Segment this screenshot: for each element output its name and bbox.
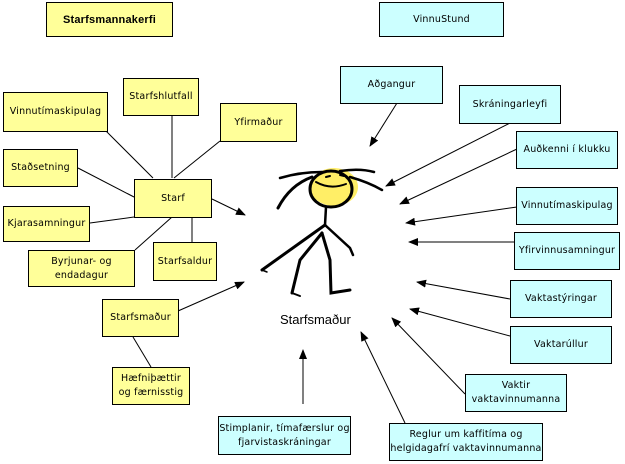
arrow-starfsmadur-person — [177, 281, 245, 312]
connector-kjarasamningur-starf — [89, 216, 135, 224]
node-starfsaldur[interactable]: Starfsaldur — [153, 242, 217, 281]
legend-vinnustund: VinnuStund — [379, 2, 504, 37]
node-audkenni-i-klukku[interactable]: Auðkenni í klukku — [516, 131, 618, 169]
node-reglur-um-kaffitima[interactable]: Reglur um kaffitíma og helgidagafrí vakt… — [389, 423, 543, 461]
node-vaktir-vaktavinnumanna[interactable]: Vaktir vaktavinnumanna — [465, 374, 567, 412]
center-label-starfsmadur: Starfsmaður — [280, 312, 351, 327]
stick-figure-icon — [260, 168, 384, 297]
arrow-vaktir-person — [391, 317, 466, 395]
node-starf[interactable]: Starf — [134, 179, 212, 218]
node-adgangur[interactable]: Aðgangur — [340, 66, 443, 104]
arrow-reglur-person — [360, 331, 406, 424]
connector-byrjunar-starf — [134, 216, 173, 251]
arrow-skraningarleyfi-person — [385, 122, 511, 187]
arrow-vinnutimaskipulag-person — [405, 206, 518, 226]
node-stadsetning[interactable]: Staðsetning — [3, 149, 78, 187]
node-starfshlutfall[interactable]: Starfshlutfall — [123, 78, 199, 116]
arrow-starf-person — [211, 198, 246, 216]
arrow-adgangur-person — [369, 102, 398, 147]
connector-vinnutimaskipulag-starf — [105, 130, 154, 179]
node-byrjunar-og-endadagur[interactable]: Byrjunar- og endadagur — [28, 250, 135, 287]
node-kjarasamningur[interactable]: Kjarasamningur — [3, 206, 90, 242]
node-starfsmadur[interactable]: Starfsmaður — [102, 299, 179, 337]
node-vinnutimaskipulag-right[interactable]: Vinnutímaskipulag — [516, 187, 618, 225]
node-skraningarleyfi[interactable]: Skráningarleyfi — [459, 85, 561, 124]
node-vaktarullur[interactable]: Vaktarúllur — [510, 326, 612, 364]
node-vinnutimaskipulag-left[interactable]: Vinnutímaskipulag — [3, 92, 108, 132]
arrow-vaktastyringar-person — [416, 279, 511, 300]
connector-stadsetning-starf — [77, 167, 135, 198]
node-yfirvinnusamningur[interactable]: Yfirvinnusamningur — [514, 232, 620, 270]
connector-haefni-starfsmadur — [132, 336, 152, 368]
node-yfirmadur[interactable]: Yfirmaður — [220, 103, 297, 142]
node-vaktastyringar[interactable]: Vaktastýringar — [510, 280, 612, 318]
legend-starfsmannakerfi: Starfsmannakerfi — [46, 2, 173, 37]
arrow-audkenni-person — [399, 148, 518, 205]
node-haefnithaettir[interactable]: Hæfniþættir og færnisstig — [112, 367, 190, 405]
arrow-vaktarullur-person — [409, 307, 511, 337]
node-stimplanir[interactable]: Stimplanir, tímafærslur og fjarvistaskrá… — [218, 416, 351, 455]
connector-yfirmadur-starf — [173, 140, 221, 179]
